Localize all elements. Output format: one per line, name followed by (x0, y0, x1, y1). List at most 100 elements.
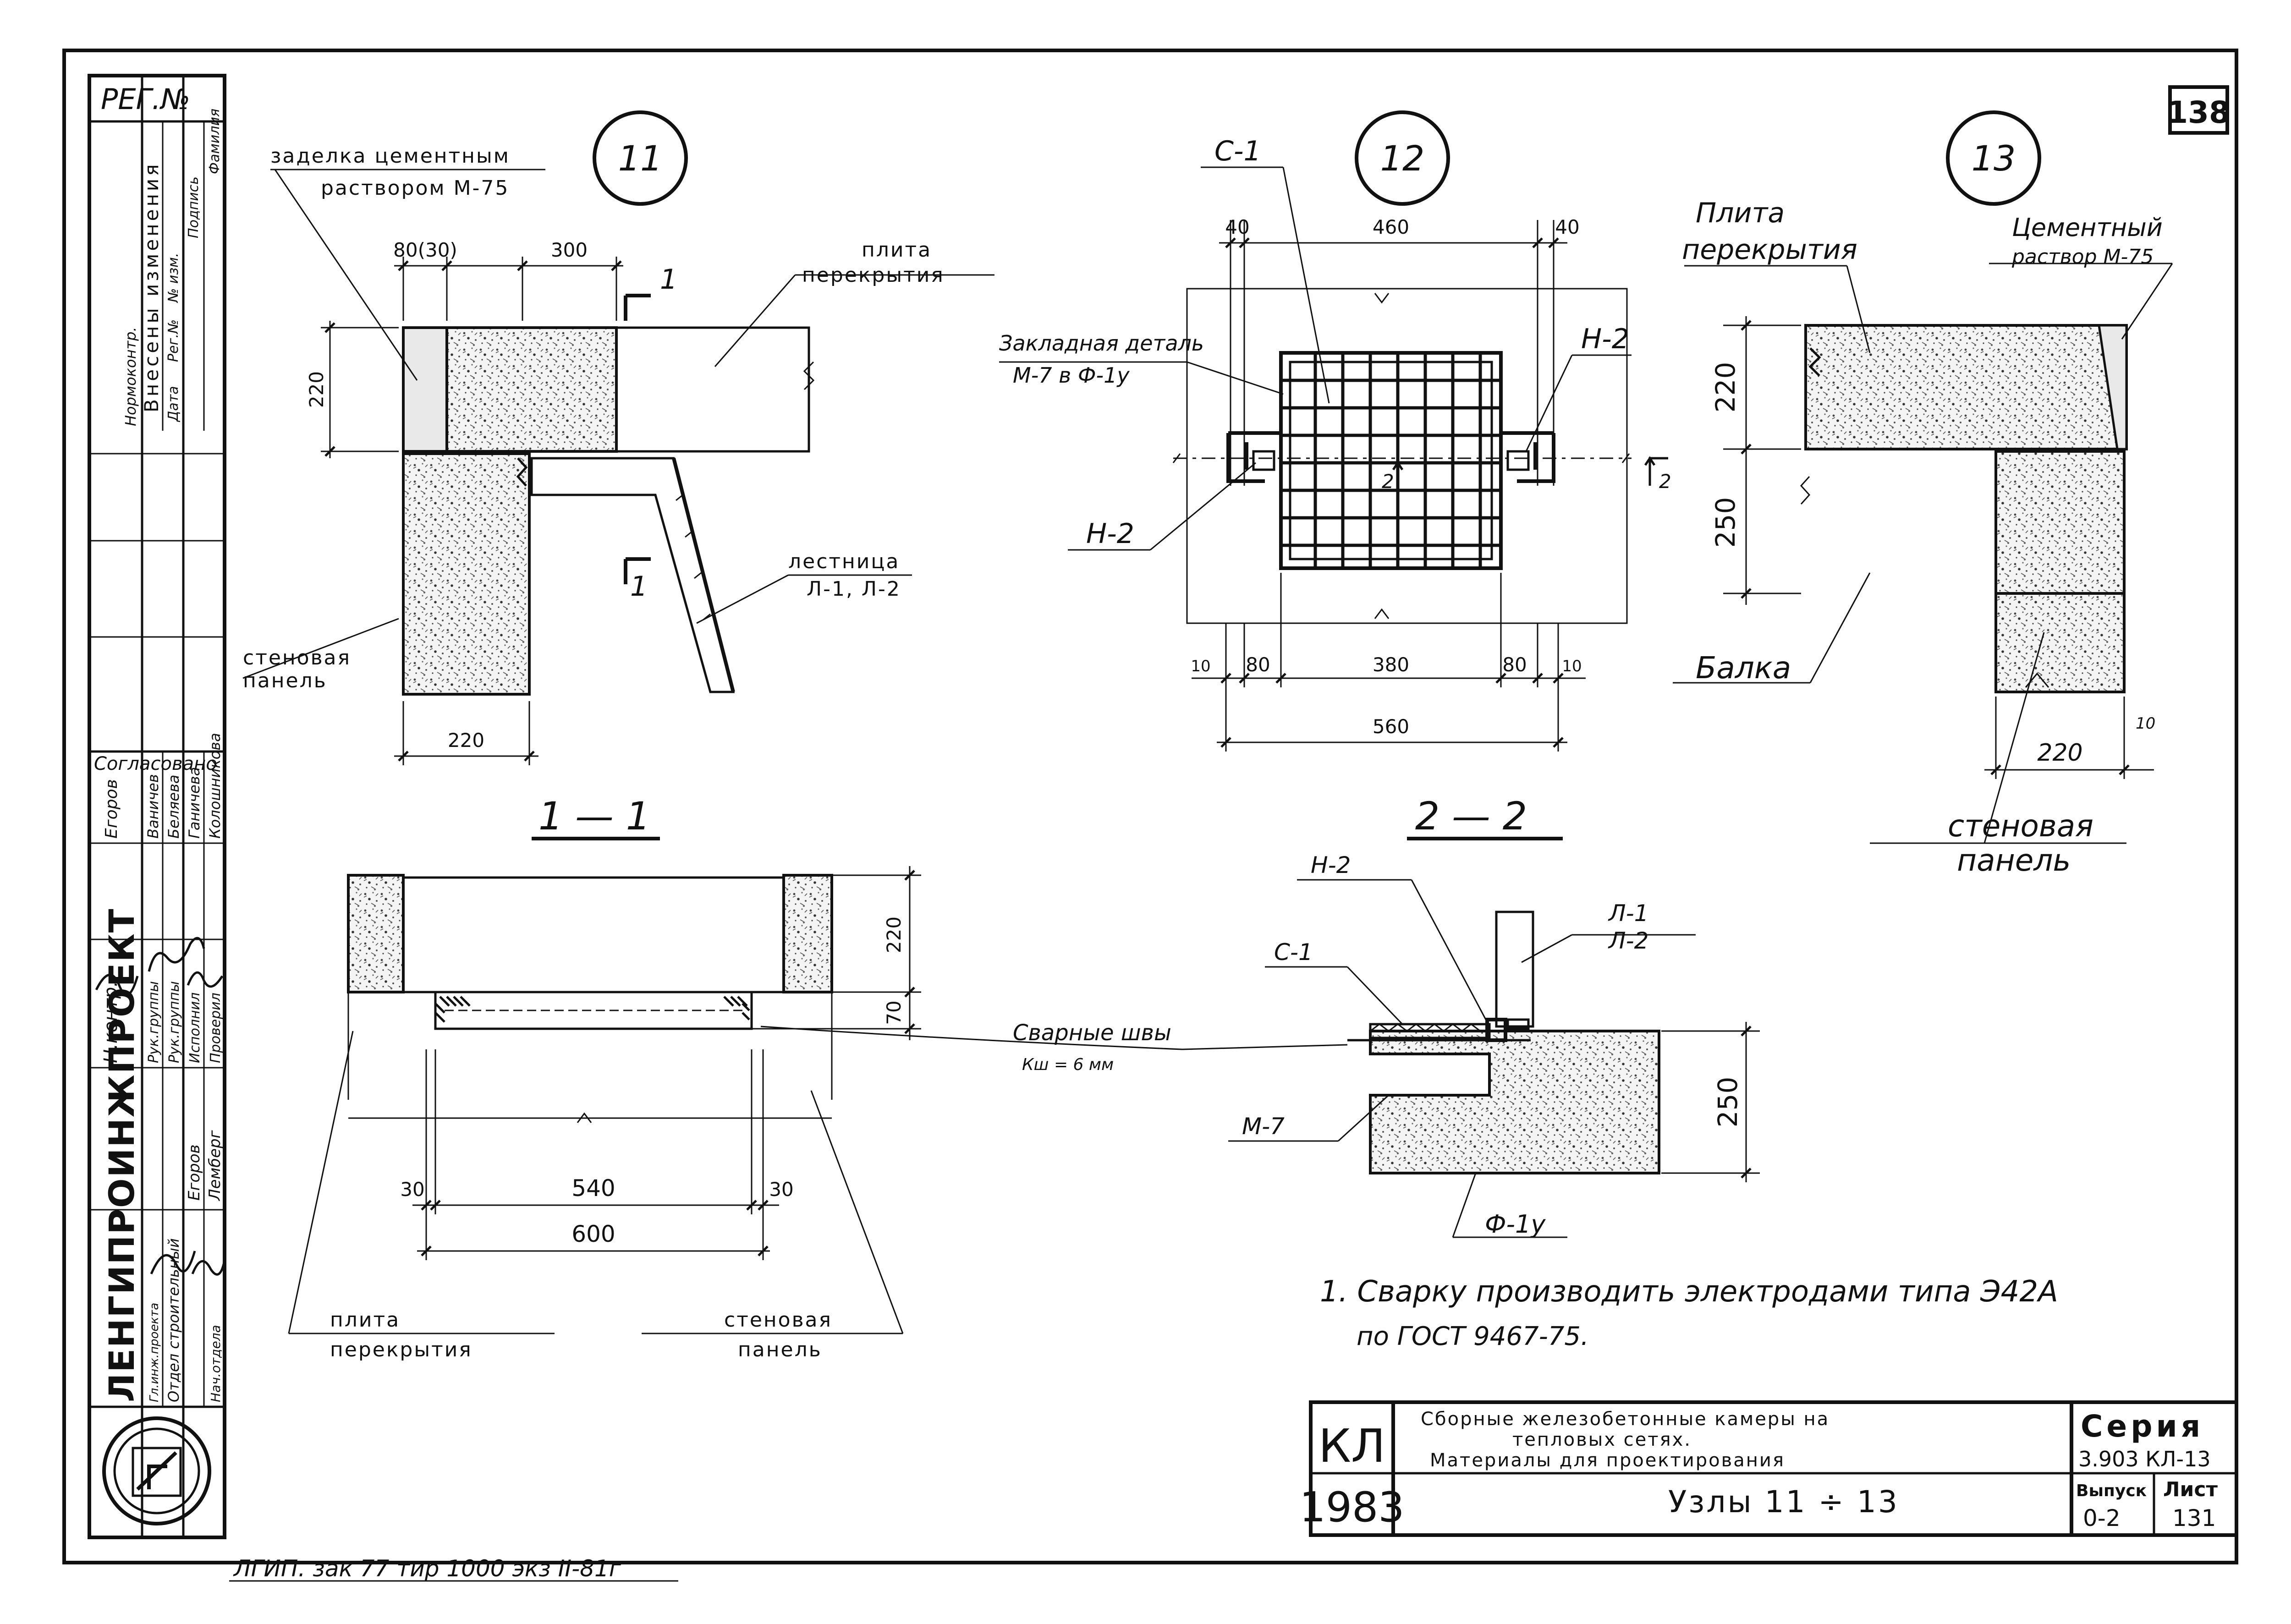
tb-year: 1983 (1299, 1483, 1404, 1531)
label-2-2-f1: Ф-1у (1485, 1210, 1546, 1239)
tb-sheet-value: 131 (2172, 1505, 2216, 1531)
dim-2-2-h: 250 (1712, 1077, 1743, 1128)
change-col-name: Фамилия (207, 109, 223, 174)
change-col-date: Дата (165, 386, 181, 422)
role-dept-head: Нач.отдела (208, 1325, 223, 1402)
dim-12-top-r: 40 (1555, 216, 1579, 238)
footer-note: ЛГИП. зак 77 тир 1000 экз II-81г (233, 1555, 621, 1582)
signature-3 (187, 971, 224, 988)
detail-11-number: 11 (618, 138, 663, 179)
tb-title-2: тепловых сетях. (1512, 1429, 1692, 1450)
dim-12-top-m: 460 (1373, 216, 1409, 238)
dim-12-bot-r: 10 (1562, 657, 1582, 675)
cut-1-top: 1 (660, 263, 677, 296)
detail-13: 13 220 250 220 10 Плита перекрытия Цемен… (1673, 110, 2173, 878)
change-col-reg: Рег.№ (165, 319, 181, 362)
tb-issue-label: Выпуск (2076, 1481, 2147, 1500)
label-11-stair-1: лестница (788, 550, 900, 573)
weld-left (434, 996, 471, 1023)
name-3: Беляева (165, 775, 182, 839)
dim-11-top-a: 80(30) (393, 239, 457, 261)
note-line-1: 1. Сварку производить электродами типа Э… (1320, 1275, 2058, 1309)
role-group1: Рук.группы (146, 981, 162, 1063)
label-11-grout-1: заделка цементным (270, 144, 510, 168)
label-13-slab-2: перекрытия (1682, 234, 1857, 266)
label-13-slab-1: Плита (1696, 197, 1785, 229)
label-13-beam: Балка (1696, 650, 1791, 686)
sidebar-stamp: РЕГ.№ Внесены изменения Нормоконтр. Дата… (88, 74, 226, 1539)
beam-2-2 (1369, 1030, 1660, 1174)
dim-1-1-w-l: 30 (400, 1178, 424, 1201)
role-dept: Отдел строительный (165, 1238, 182, 1402)
label-2-2-l2: Л-2 (1608, 927, 1648, 954)
label-12-c1: С-1 (1214, 135, 1261, 167)
role-checked: Проверил (208, 993, 224, 1063)
label-11-wall-2: панель (243, 669, 327, 692)
label-13-mortar-2: раствор М-75 (2011, 245, 2154, 269)
changes-header: Внесены изменения (140, 162, 163, 413)
signature-1 (95, 974, 139, 996)
label-12-n2-left: Н-2 (1086, 518, 1134, 550)
tb-series-value: 3.903 КЛ-13 (2078, 1447, 2211, 1471)
role-executed: Исполнил (187, 993, 203, 1063)
dim-12-bot-l: 10 (1191, 657, 1210, 675)
label-1-1-wall-2: панель (738, 1338, 822, 1361)
label-1-1-slab-1: плита (330, 1308, 400, 1332)
angle-left (1226, 431, 1281, 483)
signature-2 (148, 937, 205, 972)
wall-panel-11 (402, 452, 531, 696)
note-line-2: по ГОСТ 9467-75. (1357, 1322, 1589, 1351)
section-1-title: 1 — 1 (538, 794, 650, 839)
label-2-2-l1: Л-1 (1608, 900, 1648, 927)
dim-1-1-w-m: 540 (571, 1175, 615, 1202)
weld-right (723, 996, 750, 1020)
slab-13 (1804, 324, 2128, 450)
title-block: КЛ 1983 Сборные железобетонные камеры на… (1299, 1400, 2238, 1537)
detail-12-number: 12 (1380, 138, 1425, 179)
role-chief-eng: Гл.инж.проекта (148, 1303, 161, 1402)
label-11-stair-2: Л-1, Л-2 (807, 577, 901, 601)
dim-11-top-b: 300 (551, 239, 588, 261)
detail-13-bubble (1946, 110, 2041, 206)
detail-13-number: 13 (1972, 138, 2016, 179)
label-11-wall-1: стеновая (243, 646, 351, 669)
dim-13-gap: 10 (2136, 714, 2155, 733)
beam-13-wall (1994, 450, 2126, 595)
change-col-sign: Подпись (186, 176, 202, 238)
stair-2-2 (1495, 911, 1534, 1028)
label-12-embed-1: Закладная деталь (999, 331, 1204, 356)
label-11-slab-2: перекрытия (802, 263, 945, 287)
wall-panel-13 (1994, 592, 2126, 693)
tb-title-1: Сборные железобетонные камеры на (1421, 1409, 1830, 1430)
label-11-slab-1: плита (862, 238, 932, 262)
name-2: Ваничев (144, 774, 162, 839)
name-egorov: Егоров (102, 779, 121, 839)
name-5: Колошникова (206, 733, 224, 839)
role-group2: Рук.группы (166, 981, 182, 1063)
dim-11-bottom: 220 (448, 729, 484, 752)
dim-13-width: 220 (2037, 739, 2082, 767)
mesh-c1 (1281, 353, 1501, 568)
label-13-mortar-1: Цементный (2012, 213, 2163, 242)
section-2-2: 2 — 2 250 Н-2 С-1 Л-1 Л-2 М-7 Ф-1у (1228, 794, 1760, 1239)
cut-1-bottom: 1 (630, 571, 648, 603)
label-2-2-c1: С-1 (1274, 939, 1313, 966)
signer-1: Егоров (185, 1144, 203, 1201)
dim-12-bot-m: 380 (1373, 653, 1409, 676)
dim-12-overall: 560 (1373, 715, 1409, 738)
reg-no: РЕГ.№ (101, 82, 190, 116)
sheet-number: 138 (2167, 95, 2230, 130)
agreed-label: Согласовано (94, 753, 217, 774)
signature-4 (150, 1251, 196, 1274)
tb-subject: Узлы 11 ÷ 13 (1668, 1484, 1899, 1520)
cut-2-outer: 2 (1659, 470, 1671, 493)
dim-12-bot-a: 80 (1246, 653, 1270, 676)
role-nkontr: Н.контр. (100, 981, 121, 1063)
label-2-2-m7: М-7 (1242, 1113, 1285, 1140)
signer-2: Лемберг (206, 1130, 224, 1202)
label-1-1-wall-1: стеновая (724, 1308, 832, 1332)
tb-series-label: Серия (2081, 1409, 2204, 1444)
section-1-1: 1 — 1 220 70 30 540 30 600 (288, 794, 921, 1361)
notes: 1. Сварку производить электродами типа Э… (1320, 1275, 2058, 1351)
change-col-num: № изм. (165, 253, 181, 303)
